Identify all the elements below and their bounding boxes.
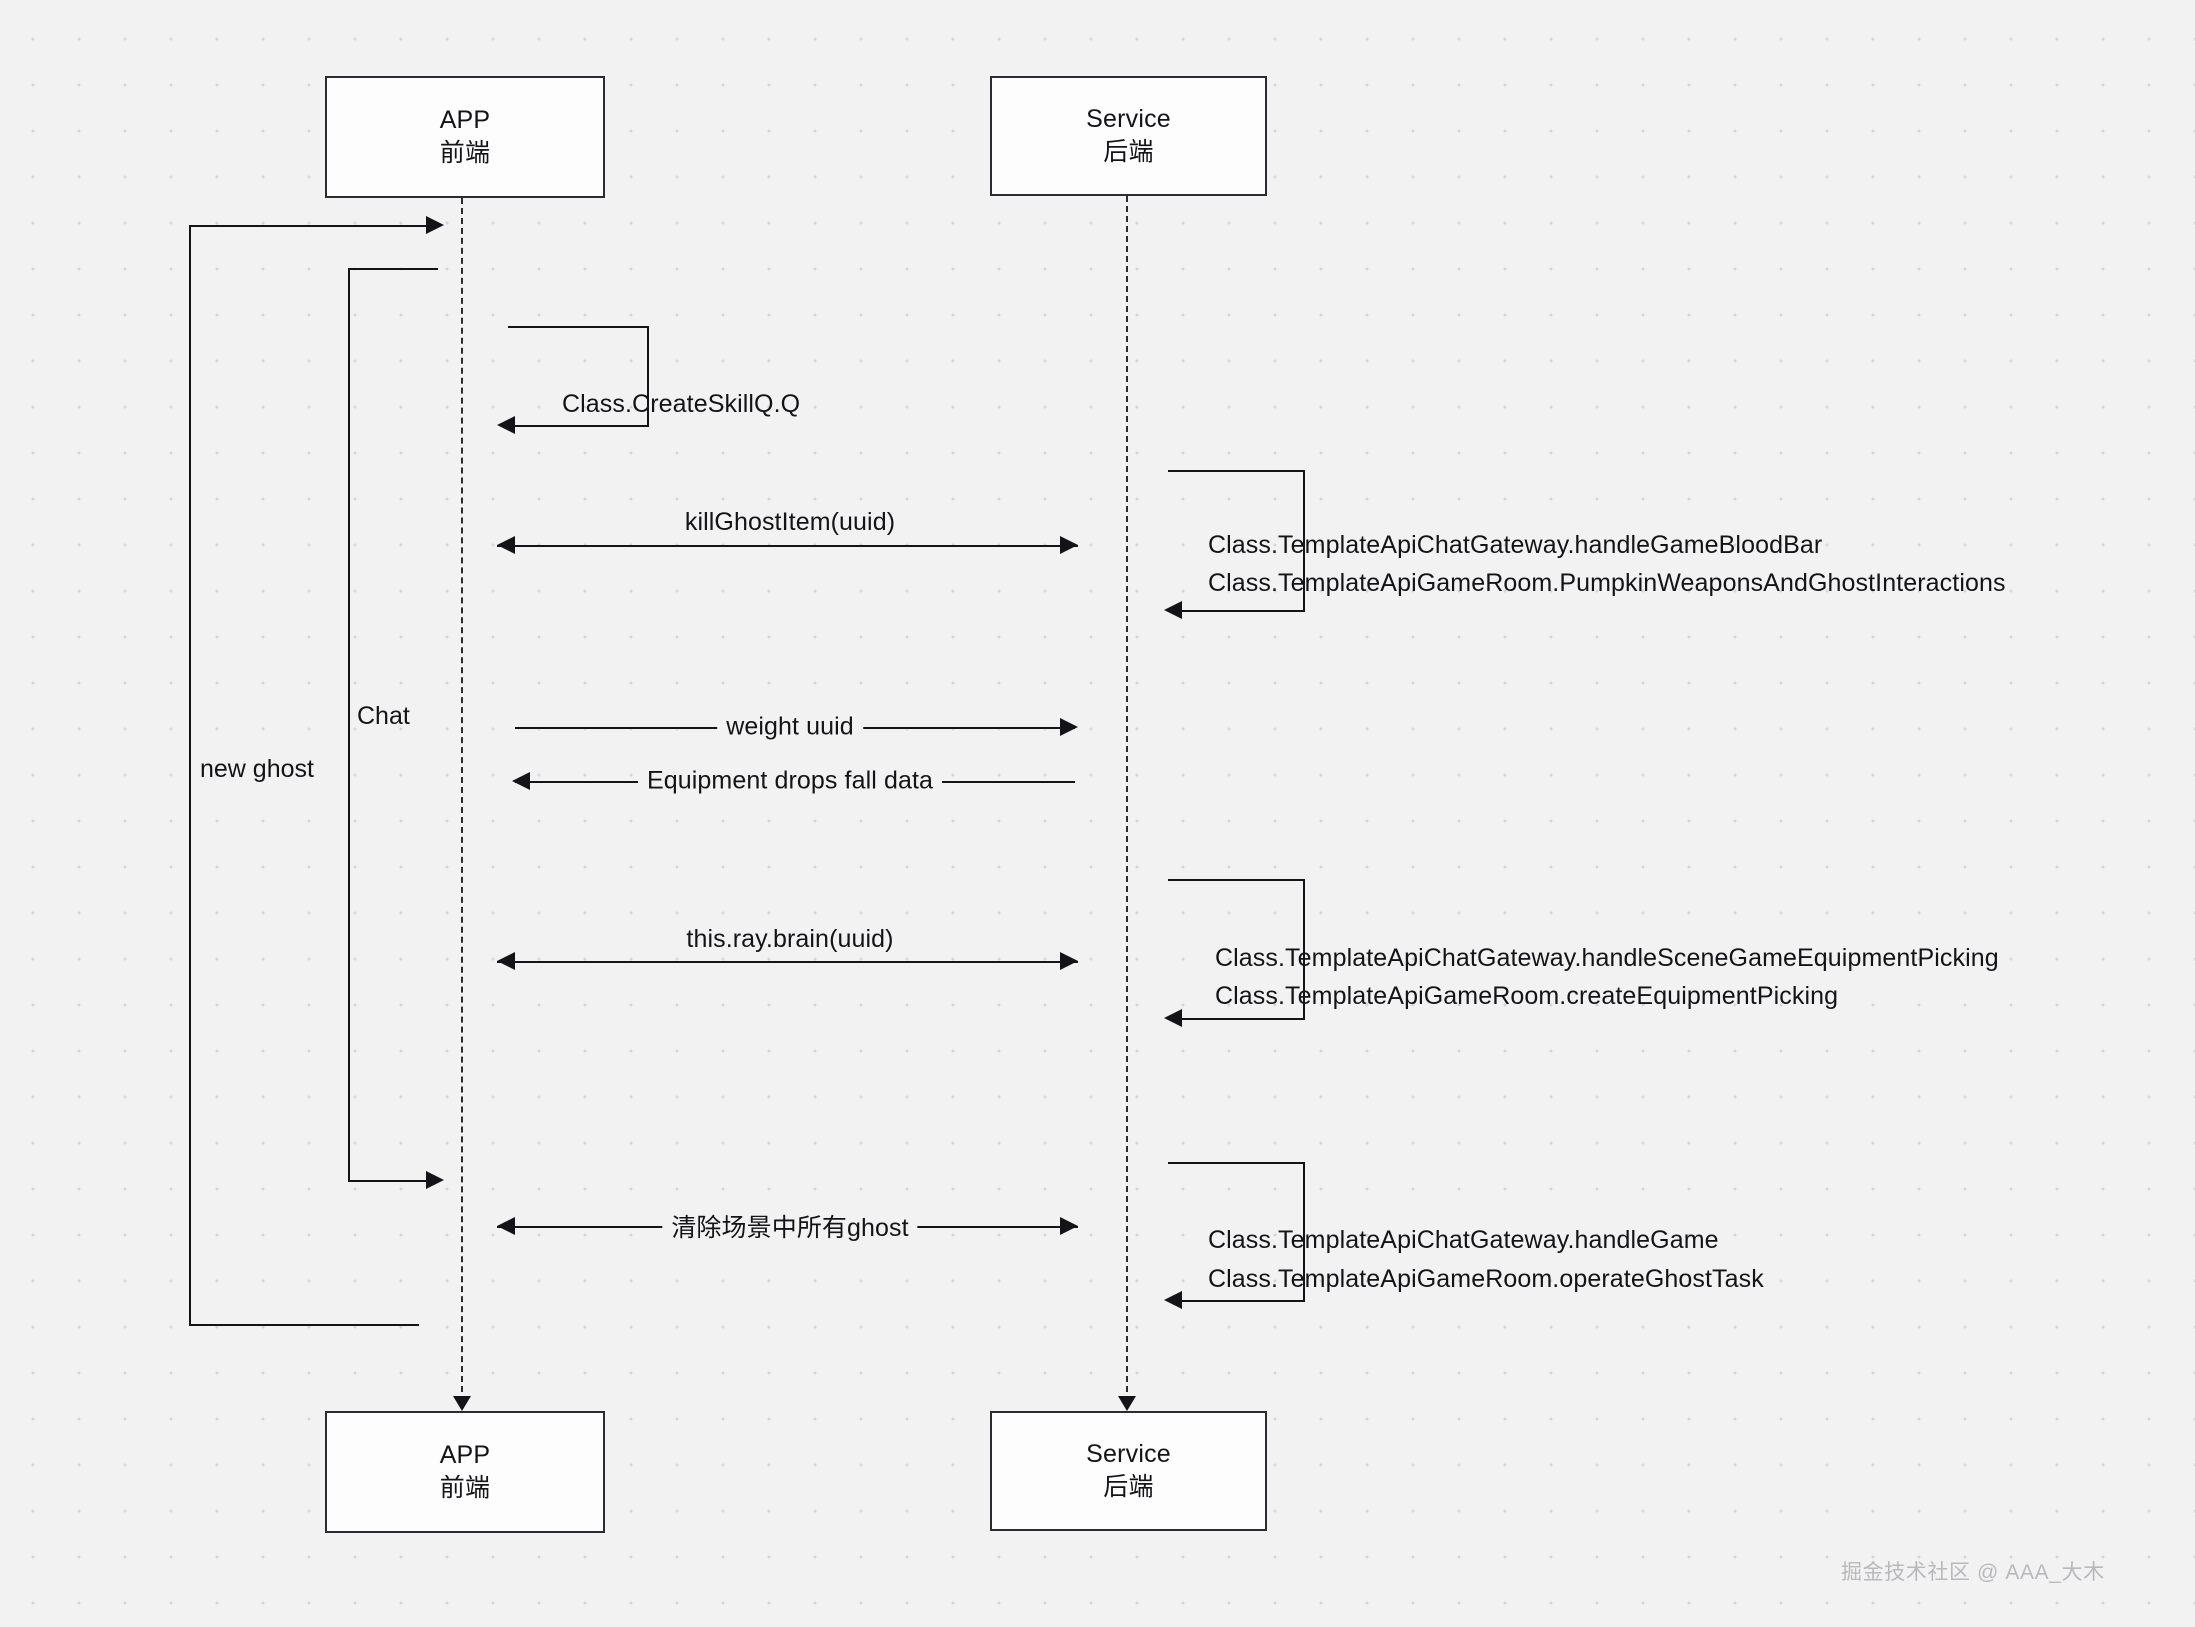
new-ghost-loop-top (189, 225, 432, 227)
service-self-call-blood-bar-top (1168, 470, 1305, 472)
chat-loop-left (348, 268, 350, 1181)
msg-equipment-drops-label: Equipment drops fall data (637, 766, 943, 796)
app-self-call-arrowhead (497, 416, 515, 434)
service-self-call-blood-bar-label-1: Class.TemplateApiChatGateway.handleGameB… (1208, 531, 1823, 559)
watermark: 掘金技术社区 @ AAA_大木 (1841, 1561, 2105, 1584)
actor-subtitle: 前端 (439, 139, 491, 167)
msg-ray-brain-label: this.ray.brain(uuid) (686, 925, 894, 953)
msg-kill-ghost-item-line (497, 545, 1078, 547)
actor-title: Service (1086, 105, 1171, 133)
actor-subtitle: 后端 (1103, 1473, 1154, 1501)
msg-clear-ghosts-label: 清除场景中所有ghost (662, 1208, 918, 1244)
actor-box-app-top[interactable]: APP 前端 (325, 76, 605, 198)
actor-box-service-top[interactable]: Service 后端 (990, 76, 1267, 196)
lifeline-app-arrowhead (453, 1396, 471, 1411)
lifeline-app (461, 198, 463, 1402)
service-self-call-ghost-task-label-2: Class.TemplateApiGameRoom.operateGhostTa… (1208, 1265, 1764, 1293)
service-self-call-equipment-picking-arrowhead (1164, 1009, 1182, 1027)
service-self-call-equipment-picking-bottom (1180, 1018, 1305, 1020)
lifeline-service-arrowhead (1118, 1396, 1136, 1411)
msg-weight-uuid-arrow-right (1060, 718, 1078, 736)
new-ghost-label: new ghost (200, 755, 314, 783)
app-self-call-bottom (508, 425, 649, 427)
msg-ray-brain-arrow-left (497, 952, 515, 970)
service-self-call-equipment-picking-top (1168, 879, 1305, 881)
service-self-call-blood-bar-bottom (1180, 610, 1305, 612)
service-self-call-blood-bar-arrowhead (1164, 601, 1182, 619)
actor-subtitle: 后端 (1103, 138, 1154, 166)
service-self-call-ghost-task-right (1303, 1162, 1305, 1301)
msg-kill-ghost-item-arrow-left (497, 536, 515, 554)
chat-loop-arrowhead (426, 1171, 444, 1189)
actor-title: Service (1086, 1440, 1171, 1468)
service-self-call-equipment-picking-label-2: Class.TemplateApiGameRoom.createEquipmen… (1215, 982, 1839, 1010)
chat-loop-bottom (348, 1180, 432, 1182)
actor-box-service-bottom[interactable]: Service 后端 (990, 1411, 1267, 1531)
service-self-call-ghost-task-label-1: Class.TemplateApiChatGateway.handleGame (1208, 1226, 1719, 1254)
app-self-call-label: Class.CreateSkillQ.Q (562, 390, 801, 418)
service-self-call-ghost-task-top (1168, 1162, 1305, 1164)
msg-clear-ghosts-arrow-right (1060, 1217, 1078, 1235)
app-self-call-right (647, 326, 649, 426)
msg-clear-ghosts-arrow-left (497, 1217, 515, 1235)
actor-box-app-bottom[interactable]: APP 前端 (325, 1411, 605, 1533)
service-self-call-ghost-task-arrowhead (1164, 1291, 1182, 1309)
service-self-call-blood-bar-label-2: Class.TemplateApiGameRoom.PumpkinWeapons… (1208, 569, 2006, 597)
msg-kill-ghost-item-arrow-right (1060, 536, 1078, 554)
msg-ray-brain-line (497, 961, 1078, 963)
app-self-call-top (508, 326, 649, 328)
new-ghost-loop-arrowhead (426, 216, 444, 234)
new-ghost-loop-bottom (189, 1324, 419, 1326)
service-self-call-equipment-picking-right (1303, 879, 1305, 1019)
actor-subtitle: 前端 (439, 1474, 491, 1502)
msg-weight-uuid-label: weight uuid (717, 712, 863, 742)
service-self-call-blood-bar-right (1303, 470, 1305, 611)
service-self-call-ghost-task-bottom (1180, 1300, 1305, 1302)
chat-label: Chat (357, 702, 410, 730)
actor-title: APP (439, 106, 491, 134)
msg-kill-ghost-item-label: killGhostItem(uuid) (684, 508, 896, 536)
service-self-call-equipment-picking-label-1: Class.TemplateApiChatGateway.handleScene… (1215, 944, 1999, 972)
chat-loop-top (348, 268, 438, 270)
new-ghost-loop-left (189, 225, 191, 1326)
lifeline-service (1126, 196, 1128, 1402)
actor-title: APP (439, 1441, 491, 1469)
msg-ray-brain-arrow-right (1060, 952, 1078, 970)
msg-equipment-drops-arrow-left (512, 772, 530, 790)
